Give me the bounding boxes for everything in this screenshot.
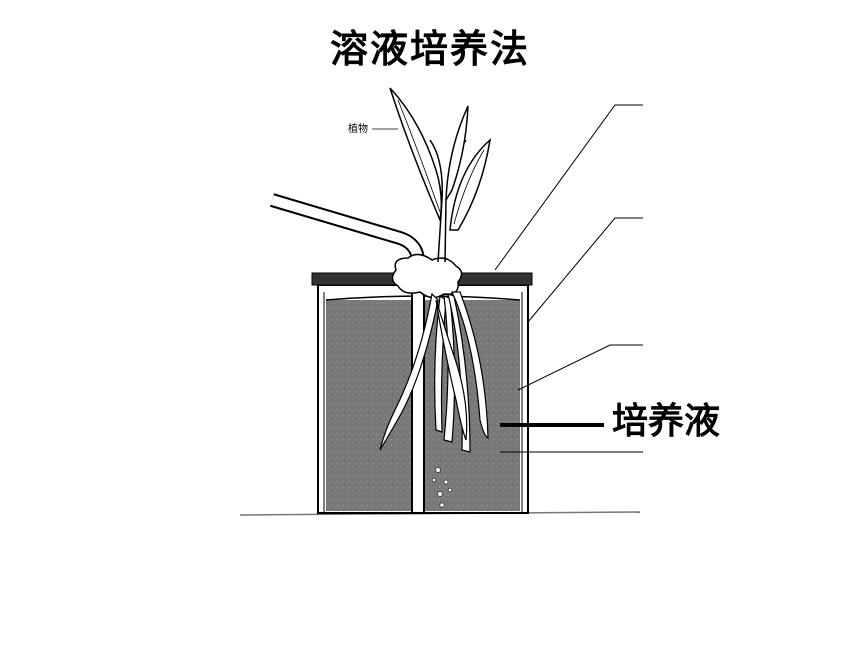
roots bbox=[379, 291, 489, 453]
solution-label: 培养液 bbox=[612, 401, 721, 442]
air-bubbles bbox=[431, 467, 453, 508]
cotton-plug bbox=[391, 253, 463, 299]
plant-label: 植物 bbox=[348, 122, 368, 135]
leader-line-surface bbox=[517, 344, 643, 391]
plant bbox=[389, 87, 492, 263]
page-title: 溶液培养法 bbox=[329, 27, 530, 71]
leader-line-wall bbox=[527, 217, 643, 323]
leader-lines bbox=[494, 104, 643, 453]
leader-line-lid bbox=[494, 104, 643, 271]
